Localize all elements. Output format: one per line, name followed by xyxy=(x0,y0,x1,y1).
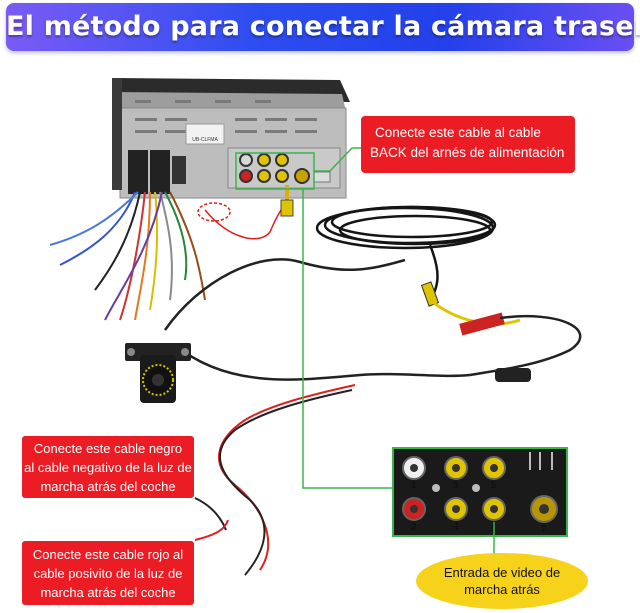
device-label: UB-CLFMA xyxy=(192,137,218,143)
rca-port-number-5: 5 xyxy=(491,480,497,491)
coiled-video-cable xyxy=(315,205,497,301)
red-cable-callout-line3: marcha atrás del coche xyxy=(40,585,176,600)
rear-camera xyxy=(125,343,191,403)
rca-port-number-7: 7 xyxy=(541,524,547,535)
page-title: El método para conectar la cámara traser… xyxy=(6,11,640,42)
back-cable-callout-line1: Conecte este cable al cable xyxy=(375,125,541,140)
red-cable-callout-line2: cable posivito de la luz de xyxy=(33,566,183,581)
red-cable-callout: Conecte este cable rojo al cable posivit… xyxy=(22,541,194,605)
back-cable-callout-line2: BACK del arnés de alimentación xyxy=(370,145,565,160)
back-cable-callout: Conecte este cable al cable BACK del arn… xyxy=(361,116,575,173)
black-cable-callout-line3: marcha atrás del coche xyxy=(40,479,176,494)
video-input-callout: Entrada de video de marcha atrás xyxy=(416,553,588,609)
rca-port-number-1: 1 xyxy=(411,480,417,491)
power-harness-wires xyxy=(49,191,206,321)
black-cable-callout: Conecte este cable negro al cable negati… xyxy=(22,436,194,498)
rca-port-number-2: 2 xyxy=(411,522,417,533)
red-cable-callout-line1: Conecte este cable rojo al xyxy=(32,547,184,562)
video-input-callout-line1: Entrada de video de xyxy=(443,565,561,580)
black-cable-callout-line2: al cable negativo de la luz de xyxy=(24,460,192,475)
title-banner: El método para conectar la cámara traser… xyxy=(6,3,640,51)
rca-panel-detail: 1 2 3 4 5 6 7 xyxy=(392,447,568,537)
rca-port-number-4: 4 xyxy=(453,522,459,533)
rca-port-number-3: 3 xyxy=(453,480,459,491)
reverse-wire-highlight xyxy=(197,202,231,222)
video-input-callout-line2: marcha atrás xyxy=(464,582,540,597)
green-leader-lines xyxy=(235,147,393,489)
black-cable-callout-line1: Conecte este cable negro xyxy=(33,441,183,456)
